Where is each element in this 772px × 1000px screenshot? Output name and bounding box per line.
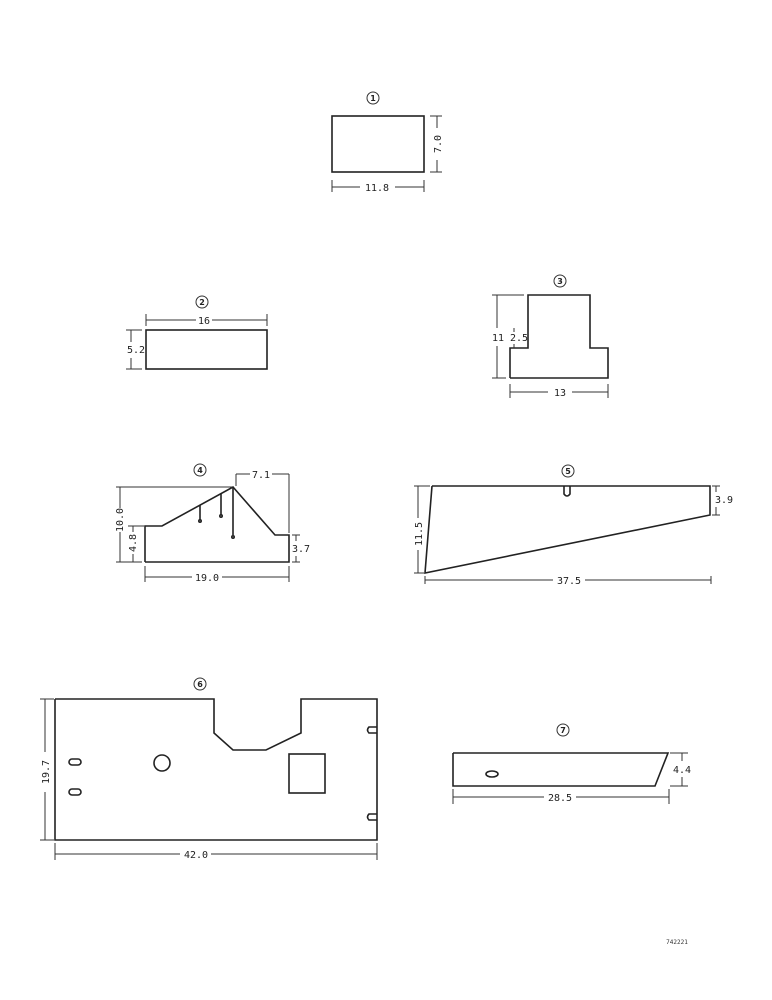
part-5-height-dim: 11.5 — [414, 522, 425, 546]
part-3-outline — [509, 294, 609, 379]
part-5-right-dim: 3.9 — [715, 495, 733, 506]
part-1-label: 1 — [370, 94, 376, 103]
part-5: 5 11.5 3.9 37.5 — [414, 464, 733, 587]
part-6-hole — [153, 754, 171, 772]
part-7-width-dim: 28.5 — [548, 793, 572, 804]
part-4: 4 7.1 10.0 4.8 3.7 19.0 — [115, 463, 310, 584]
part-5-width-dim: 37.5 — [557, 576, 581, 587]
part-4-top-dim: 7.1 — [252, 470, 270, 481]
part-4-label: 4 — [197, 466, 203, 475]
part-2-width-dim: 16 — [198, 316, 210, 327]
part-3: 3 11 2.5 13 — [492, 274, 609, 399]
drawing-reference: 742221 — [666, 939, 688, 946]
part-6-slot — [68, 758, 82, 766]
part-7-slot — [485, 770, 499, 778]
part-4-outline — [144, 485, 290, 563]
part-2-label: 2 — [199, 298, 205, 307]
part-6-width-dim: 42.0 — [184, 850, 208, 861]
part-4-width-dim: 19.0 — [195, 573, 219, 584]
part-5-label: 5 — [565, 467, 571, 476]
part-3-width-dim: 13 — [554, 388, 566, 399]
part-2-marker — [195, 295, 209, 309]
part-6-marker — [193, 677, 207, 691]
part-6: 6 19.7 42.0 — [40, 677, 378, 861]
part-7-marker — [556, 723, 570, 737]
part-1-outline — [331, 115, 425, 173]
part-2-outline — [145, 329, 268, 370]
part-4-right-dim: 3.7 — [292, 544, 310, 555]
part-6-slot — [68, 788, 82, 796]
part-4-marker — [193, 463, 207, 477]
part-2-height-dim: 5.2 — [127, 345, 145, 356]
part-1: 1 11.8 7.0 — [331, 91, 444, 194]
part-4-left-dim: 4.8 — [128, 534, 139, 552]
part-3-step-dim: 2.5 — [510, 333, 528, 344]
part-3-label: 3 — [557, 277, 563, 286]
part-1-marker — [366, 91, 380, 105]
part-7-outline — [452, 752, 670, 787]
part-5-outline — [424, 485, 711, 574]
part-6-label: 6 — [197, 680, 203, 689]
part-6-window — [288, 753, 326, 794]
part-7-label: 7 — [560, 726, 566, 735]
part-7: 7 4.4 28.5 — [452, 723, 691, 804]
part-3-height-dim: 11 — [492, 333, 504, 344]
part-2: 2 16 5.2 — [126, 295, 268, 370]
part-4-height-dim: 10.0 — [115, 508, 126, 532]
part-3-marker — [553, 274, 567, 288]
part-5-marker — [561, 464, 575, 478]
part-6-outline — [54, 698, 378, 841]
part-7-height-dim: 4.4 — [673, 765, 691, 776]
part-6-height-dim: 19.7 — [41, 760, 52, 784]
part-1-width-dim: 11.8 — [365, 183, 389, 194]
part-1-height-dim: 7.0 — [433, 135, 444, 153]
